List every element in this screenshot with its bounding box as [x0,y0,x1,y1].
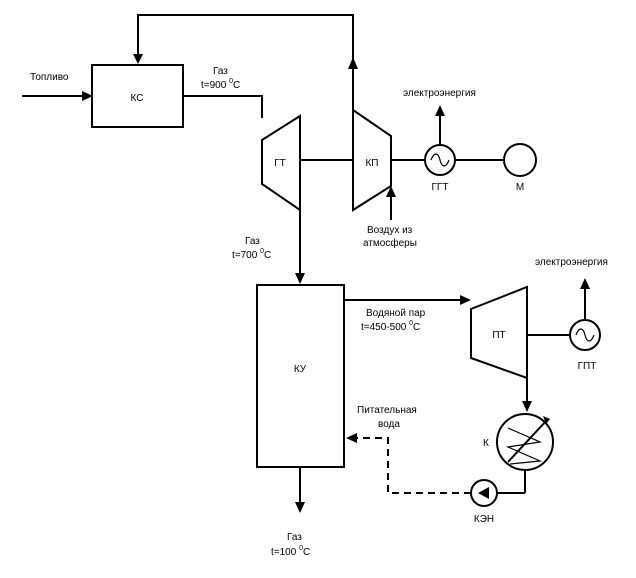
electricity-top-arrow [435,105,445,116]
steam-arrow [460,295,471,305]
steam-turbine-label: ПТ [492,330,505,341]
exhaust-arrow [295,502,305,513]
exhaust-gas-line: Газ t=100 0С [271,467,310,558]
steam-label: Водяной пар [366,308,426,319]
compressor-label: КП [365,158,378,169]
combustion-chamber-label: КС [131,93,144,104]
air-intake-arrow [386,186,396,197]
fuel-input: Топливо [22,72,93,101]
combustion-chamber: КС [91,64,184,128]
condensate-pump-label: КЭН [474,514,494,525]
air-label-line2: атмосферы [363,237,417,249]
arrow-into-combustion-chamber [133,54,143,64]
heat-recovery-boiler: КУ [256,284,345,468]
electricity-bottom-arrow [580,278,590,289]
fuel-arrow [82,91,93,101]
steam-temp: t=450-500 0С [361,320,420,333]
steam-turbine: ПТ [470,285,528,380]
gas-700-arrow [295,273,305,284]
heat-recovery-boiler-label: КУ [294,364,307,375]
condenser-coil-icon [505,427,543,465]
feed-water-label-line1: Питательная [357,405,417,416]
generator-bottom-sine-icon [575,328,595,342]
feed-water-arrow [346,433,357,443]
condenser: К [483,413,554,493]
condenser-label: К [483,438,489,449]
air-intake: Воздух из атмосферы [363,186,417,249]
gas-100-label: Газ [287,532,302,543]
compressor: КП [352,108,392,212]
steam-line: Водяной пар t=450-500 0С [344,295,471,333]
feed-water-label-line2: вода [378,419,400,430]
condenser-inlet-arrow [522,401,532,412]
steam-turbine-generator: ГПТ электроэнергия [535,257,608,372]
gas-100-temp: t=100 0С [271,545,310,558]
air-label-line1: Воздух из [367,225,413,236]
motor: М [503,143,537,193]
pump-arrow-icon [478,487,489,499]
gas-turbine-generator: ГГТ электроэнергия [403,88,476,193]
motor-label: М [516,182,524,193]
gas-turbine-generator-label: ГГТ [432,182,449,193]
steam-turbine-generator-label: ГПТ [578,361,597,372]
gas-700-label: Газ [245,236,260,247]
gas-700-temp: t=700 0С [232,248,271,261]
turbine-to-condenser-line [522,378,532,412]
gas-700-line: Газ t=700 0С [232,210,305,284]
gas-turbine-label: ГТ [274,158,286,169]
gas-turbine: ГТ [261,114,301,212]
gas-900-temp: t=900 0С [201,78,240,91]
gas-900-label: Газ [213,66,228,77]
air-return-line [133,14,358,110]
gas-900-line: Газ t=900 0С [183,66,263,118]
arrow-up-from-compressor [348,57,358,69]
condensate-pump: КЭН [470,479,525,525]
generator-sine-icon [430,153,450,167]
fuel-label: Топливо [30,72,69,83]
electricity-top-label: электроэнергия [403,88,476,99]
electricity-bottom-label: электроэнергия [535,257,608,268]
feed-water-line: Питательная вода [346,405,471,494]
